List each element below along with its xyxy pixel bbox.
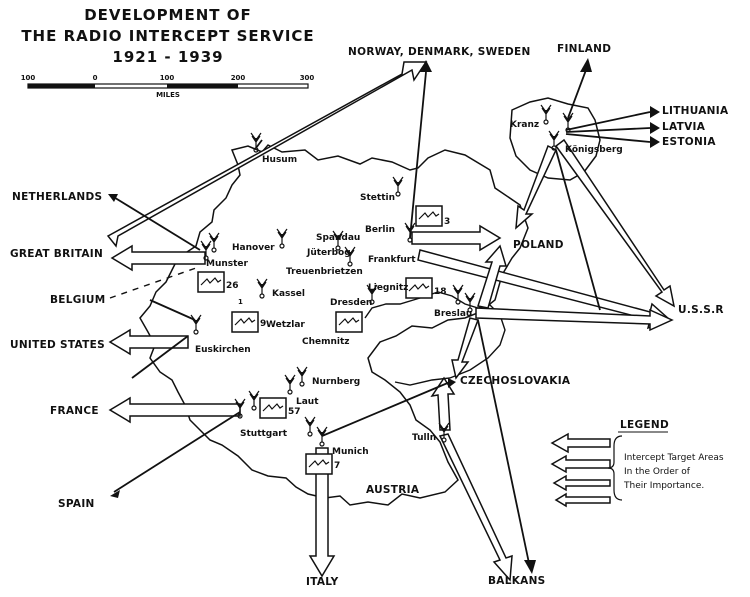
svg-text:Breslau: Breslau — [434, 309, 472, 319]
svg-text:1921 - 1939: 1921 - 1939 — [112, 48, 223, 66]
svg-text:Liegnitz: Liegnitz — [368, 283, 408, 293]
label-france: FRANCE — [50, 405, 99, 417]
svg-text:Kranz: Kranz — [510, 120, 539, 130]
svg-text:Treuenbrietzen: Treuenbrietzen — [286, 267, 363, 277]
svg-text:Frankfurt: Frankfurt — [368, 255, 416, 265]
label-poland: POLAND — [513, 239, 564, 251]
svg-text:Dresden: Dresden — [330, 298, 372, 308]
target-labels: NORWAY, DENMARK, SWEDEN FINLAND LITHUANI… — [10, 43, 729, 588]
svg-text:Spandau: Spandau — [316, 233, 360, 243]
label-estonia: ESTONIA — [662, 136, 716, 148]
label-balkans: BALKANS — [488, 575, 546, 587]
svg-text:Laut: Laut — [296, 397, 319, 407]
svg-text:Munich: Munich — [332, 447, 369, 457]
svg-text:MILES: MILES — [156, 91, 180, 99]
svg-text:100: 100 — [160, 74, 175, 82]
map-legend: LEGEND Intercept Target Areas In the Ord… — [550, 419, 724, 508]
svg-text:Their Importance.: Their Importance. — [623, 481, 704, 491]
svg-text:Husum: Husum — [262, 155, 297, 165]
svg-text:Intercept Target Areas: Intercept Target Areas — [624, 453, 724, 463]
svg-text:0: 0 — [93, 74, 98, 82]
label-ussr: U.S.S.R — [678, 304, 724, 316]
svg-text:18: 18 — [434, 287, 447, 297]
czech-border — [364, 291, 506, 386]
svg-text:In the Order of: In the Order of — [624, 467, 691, 477]
svg-text:DEVELOPMENT OF: DEVELOPMENT OF — [84, 6, 252, 24]
label-spain: SPAIN — [58, 498, 95, 510]
svg-text:Munster: Munster — [206, 259, 249, 269]
svg-text:Tulln: Tulln — [412, 433, 436, 443]
svg-text:Euskirchen: Euskirchen — [195, 345, 251, 355]
city-labels: Husum Stettin Berlin Spandau Jüterbog Tr… — [195, 120, 623, 457]
label-czechoslovakia: CZECHOSLOVAKIA — [460, 375, 571, 387]
svg-text:Hanover: Hanover — [232, 243, 275, 253]
label-belgium: BELGIUM — [50, 294, 105, 306]
svg-text:100: 100 — [21, 74, 36, 82]
station-numbers: 3 26 18 9 57 7 1 — [226, 217, 450, 471]
label-italy: ITALY — [306, 576, 339, 588]
svg-text:Stettin: Stettin — [360, 193, 395, 203]
svg-text:300: 300 — [300, 74, 315, 82]
svg-text:Chemnitz: Chemnitz — [302, 337, 350, 347]
svg-text:THE RADIO INTERCEPT SERVICE: THE RADIO INTERCEPT SERVICE — [21, 27, 314, 45]
svg-text:9: 9 — [260, 319, 266, 329]
map-title: DEVELOPMENT OF THE RADIO INTERCEPT SERVI… — [21, 6, 314, 66]
label-great-britain: GREAT BRITAIN — [10, 248, 103, 260]
svg-text:Berlin: Berlin — [365, 225, 395, 235]
svg-text:200: 200 — [231, 74, 246, 82]
svg-text:Stuttgart: Stuttgart — [240, 429, 288, 439]
intercept-arrows — [106, 58, 676, 582]
svg-text:Kassel: Kassel — [272, 289, 305, 299]
label-norway: NORWAY, DENMARK, SWEDEN — [348, 46, 531, 58]
svg-text:7: 7 — [334, 461, 340, 471]
svg-text:26: 26 — [226, 281, 239, 291]
svg-text:Königsberg: Königsberg — [565, 145, 623, 155]
svg-text:57: 57 — [288, 407, 301, 417]
svg-text:Jüterbog: Jüterbog — [306, 248, 351, 258]
scale-bar: 100 0 100 200 300 MILES — [21, 74, 315, 99]
svg-text:Wetzlar: Wetzlar — [266, 320, 305, 330]
svg-text:3: 3 — [444, 217, 450, 227]
label-united-states: UNITED STATES — [10, 339, 105, 351]
label-netherlands: NETHERLANDS — [12, 191, 102, 203]
label-lithuania: LITHUANIA — [662, 105, 729, 117]
label-finland: FINLAND — [557, 43, 611, 55]
label-latvia: LATVIA — [662, 121, 706, 133]
svg-text:Nurnberg: Nurnberg — [312, 377, 360, 387]
svg-text:1: 1 — [238, 298, 243, 306]
svg-text:LEGEND: LEGEND — [620, 419, 669, 431]
label-austria: AUSTRIA — [366, 484, 420, 496]
